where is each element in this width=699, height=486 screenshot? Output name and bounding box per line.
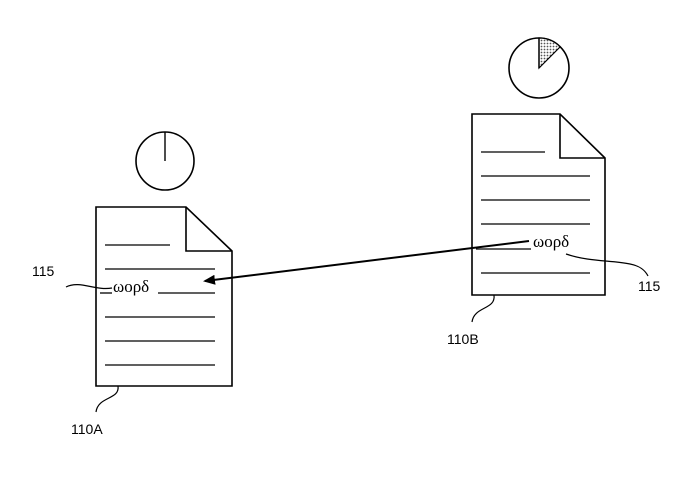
word-label-110b: ωορδ [533,232,569,251]
clock-icon-110a [135,131,195,191]
document-110b: ωορδ 115 110B [447,37,661,347]
document-page-110a [95,206,233,387]
word-ref-label-left: 115 [32,263,55,279]
text-lines-110a [100,244,215,366]
text-lines-110b [476,151,590,274]
clock-icon-110b [508,37,570,99]
folded-corner-110a [185,207,232,252]
document-page-110b [471,113,606,296]
doc-ref-label-110b: 110B [447,331,479,347]
doc-ref-label-110a: 110A [71,421,103,437]
copy-arrow [203,240,530,285]
folded-corner-110b [559,114,605,159]
word-ref-leader-right [565,253,649,277]
document-110a: ωορδ 115 110A [32,131,233,437]
doc-ref-leader-110a [95,385,119,413]
word-ref-leader-left [65,284,113,290]
word-label-110a: ωορδ [113,277,149,296]
doc-ref-leader-110b [471,294,495,323]
word-ref-label-right: 115 [638,278,661,294]
